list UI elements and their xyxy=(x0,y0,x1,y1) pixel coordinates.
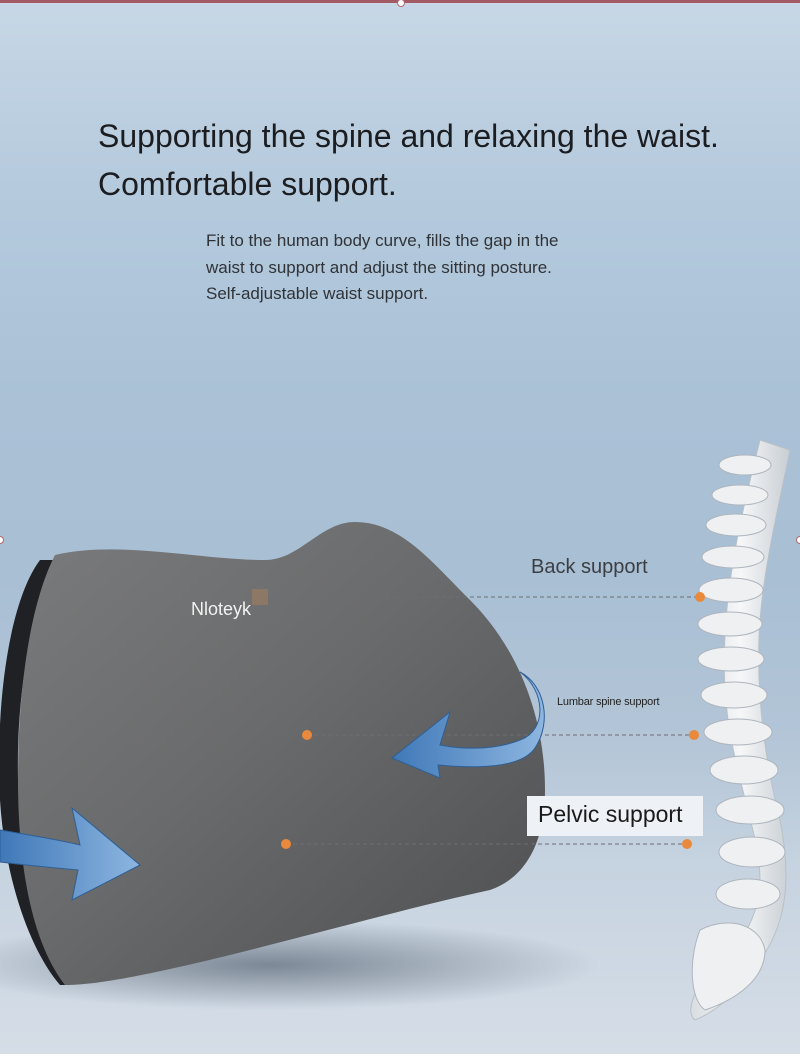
description-line-2: waist to support and adjust the sitting … xyxy=(206,257,552,277)
frame-handle-top[interactable] xyxy=(397,0,405,7)
lumbar-cushion xyxy=(18,522,545,985)
description-line-1: Fit to the human body curve, fills the g… xyxy=(206,231,559,250)
callout-pelvic-support: Pelvic support xyxy=(538,801,683,827)
brand-tag xyxy=(252,589,268,605)
marker-dot-lumbar-spine xyxy=(689,730,699,740)
push-arrow-left xyxy=(0,806,141,901)
marker-dot-lumbar-cushion xyxy=(302,730,312,740)
spine-illustration xyxy=(690,439,791,1021)
marker-dot-pelvic-spine xyxy=(682,839,692,849)
callout-lumbar-support: Lumbar spine support xyxy=(557,696,660,708)
description: Fit to the human body curve, fills the g… xyxy=(206,228,626,308)
cushion-rim xyxy=(0,560,70,985)
frame-handle-right[interactable] xyxy=(796,536,800,544)
callout-pelvic-background xyxy=(527,796,703,836)
marker-dot-pelvic-cushion xyxy=(281,839,291,849)
marker-dot-back xyxy=(695,592,705,602)
description-line-3: Self-adjustable waist support. xyxy=(206,284,429,303)
callout-back-support: Back support xyxy=(531,556,648,578)
wrap-arrow-right xyxy=(391,671,545,779)
brand-logo-text: Nloteyk xyxy=(191,599,252,619)
headline: Supporting the spine and relaxing the wa… xyxy=(98,112,788,208)
headline-line-1: Supporting the spine and relaxing the wa… xyxy=(98,118,719,154)
headline-line-2: Comfortable support. xyxy=(98,166,397,202)
